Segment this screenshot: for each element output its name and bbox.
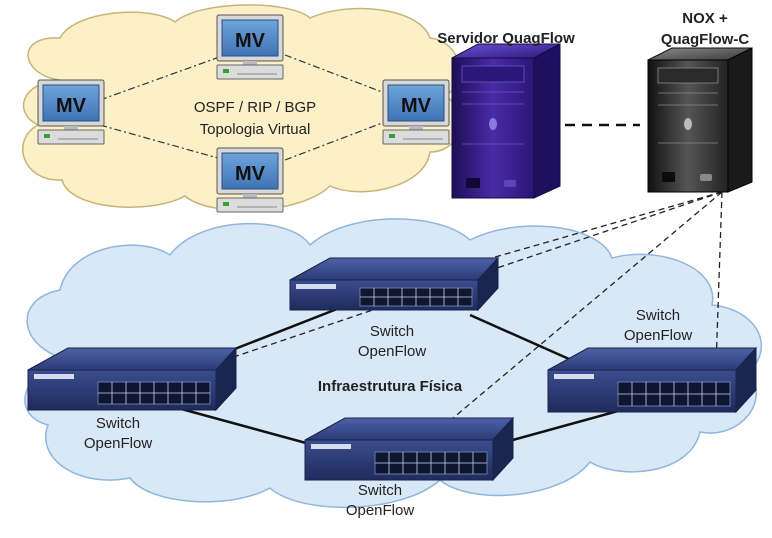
- switch-bottom-label-line2: OpenFlow: [346, 502, 415, 519]
- vm-top: MV: [216, 14, 284, 80]
- physical-infrastructure-label: Infraestrutura Física: [318, 378, 463, 395]
- virtual-link: [284, 119, 391, 161]
- switch-left-label-line1: Switch: [96, 415, 140, 432]
- switch-right-label-line1: Switch: [636, 307, 680, 324]
- switch-bottom: [304, 416, 515, 482]
- vm-label: MV: [235, 30, 266, 52]
- controller-label-line2: QuagFlow-C: [661, 31, 749, 48]
- virtual-link: [99, 54, 226, 101]
- vm-left: MV: [37, 79, 105, 145]
- control-link: [714, 191, 723, 396]
- switch-top: [289, 256, 500, 312]
- virtual-links: [99, 54, 391, 161]
- vm-bottom: MV: [216, 147, 284, 213]
- vm-label: MV: [235, 163, 266, 185]
- quagflow-server: [451, 43, 561, 199]
- virtual-link: [99, 124, 226, 161]
- protocols-label: OSPF / RIP / BGP: [194, 99, 316, 116]
- switch-right: [547, 346, 758, 414]
- switch-top-label-line2: OpenFlow: [358, 343, 427, 360]
- switch-left-label-line2: OpenFlow: [84, 435, 153, 452]
- virtual-topology-label: Topologia Virtual: [200, 121, 311, 138]
- controller-label-line1: NOX +: [682, 10, 728, 27]
- switch-left: [27, 346, 238, 412]
- controller-server: [647, 47, 753, 193]
- vm-label: MV: [56, 95, 87, 117]
- virtual-link: [284, 54, 391, 96]
- switch-bottom-label-line1: Switch: [358, 482, 402, 499]
- vm-label: MV: [401, 95, 432, 117]
- quagflow-server-label: Servidor QuagFlow: [437, 30, 575, 47]
- switch-top-label-line1: Switch: [370, 323, 414, 340]
- switch-right-label-line2: OpenFlow: [624, 327, 693, 344]
- control-link: [414, 191, 723, 451]
- control-link: [344, 191, 723, 301]
- vm-right: MV: [382, 79, 450, 145]
